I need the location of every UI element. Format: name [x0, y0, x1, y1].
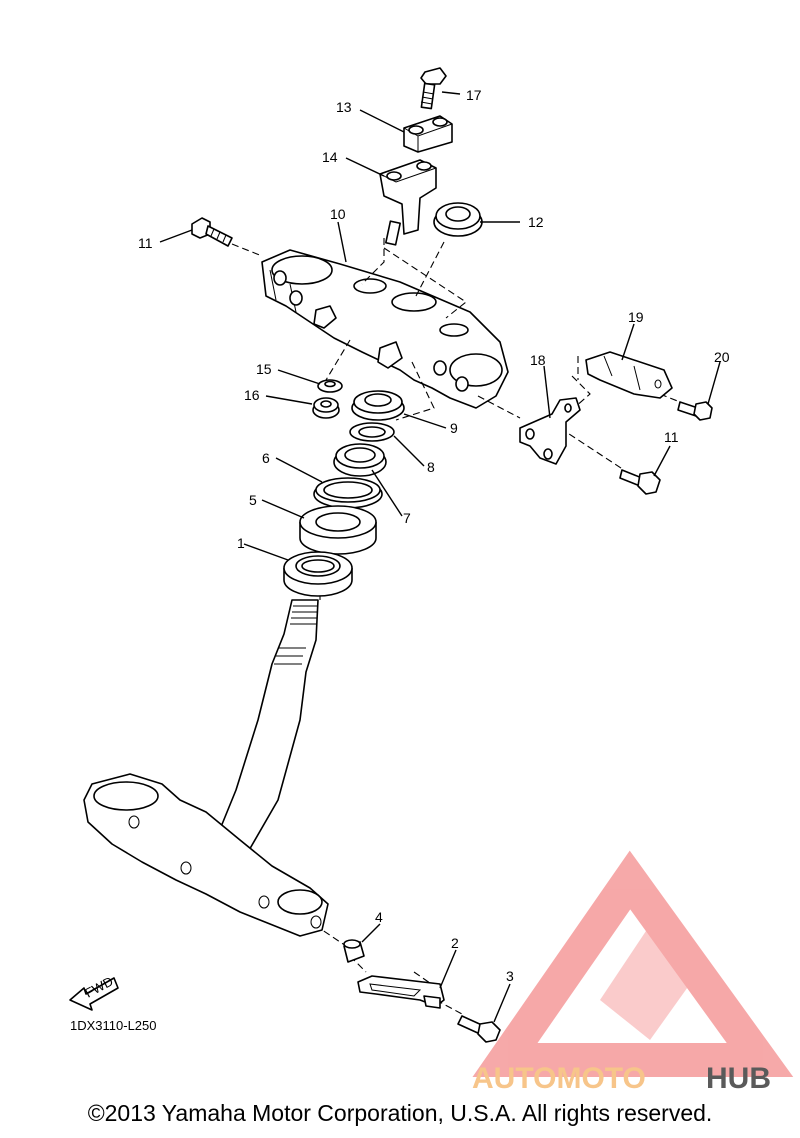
- watermark-brand-part2: HUB: [706, 1062, 771, 1095]
- part-10-upper-bracket: [261, 249, 509, 409]
- label-14: 14: [322, 149, 338, 165]
- label-15: 15: [256, 361, 272, 377]
- watermark-text: AUTOMOTO HUB: [472, 1062, 771, 1095]
- part-11-bolt-left: [191, 217, 233, 247]
- fwd-arrow-icon: FWD: [69, 974, 119, 1011]
- label-19: 19: [628, 309, 644, 325]
- label-10: 10: [330, 206, 346, 222]
- part-20-bolt: [677, 401, 713, 421]
- part-2-cable-guide: [357, 975, 445, 1009]
- part-6-seal: [313, 477, 383, 509]
- part-8-washer: [349, 422, 395, 442]
- part-5-bearing: [299, 505, 377, 555]
- part-13-handlebar-clamp: [403, 115, 453, 153]
- part-7-ring-nut: [333, 443, 387, 477]
- label-6: 6: [262, 450, 270, 466]
- part-12-steering-nut: [433, 202, 483, 237]
- label-1: 1: [237, 535, 245, 551]
- label-12: 12: [528, 214, 544, 230]
- part-17-bolt: [420, 67, 447, 110]
- part-18-bracket: [519, 397, 581, 465]
- label-8: 8: [427, 459, 435, 475]
- part-4-collar: [343, 939, 365, 963]
- label-16: 16: [244, 387, 260, 403]
- lower-bracket: [83, 773, 329, 937]
- label-4: 4: [375, 909, 383, 925]
- watermark-brand-part1: AUTOMOTO: [472, 1062, 646, 1095]
- copyright-notice: ©2013 Yamaha Motor Corporation, U.S.A. A…: [87, 1100, 713, 1126]
- watermark-logo: [472, 850, 794, 1077]
- part-11-bolt-right: [619, 469, 661, 495]
- label-11-left: 11: [138, 235, 153, 251]
- label-11-right: 11: [664, 429, 679, 445]
- label-17: 17: [466, 87, 482, 103]
- part-14-handlebar-holder: [379, 159, 437, 246]
- diagram-code: 1DX3110-L250: [70, 1018, 157, 1033]
- label-18: 18: [530, 352, 546, 368]
- label-3: 3: [506, 968, 514, 984]
- part-3-bolt: [457, 1015, 501, 1043]
- leader-lines: [159, 91, 721, 1023]
- part-16-nut: [312, 397, 340, 419]
- part-15-washer: [317, 379, 343, 393]
- callout-labels: 1 2 3 4 5 6 7 8 9 10 11 11 12 13 14 15 1…: [138, 87, 730, 984]
- label-5: 5: [249, 492, 257, 508]
- part-1-bearing: [283, 551, 353, 597]
- label-9: 9: [450, 420, 458, 436]
- label-20: 20: [714, 349, 730, 365]
- label-2: 2: [451, 935, 459, 951]
- part-19-holder: [585, 351, 673, 399]
- label-7: 7: [403, 510, 411, 526]
- label-13: 13: [336, 99, 352, 115]
- steering-stem: [213, 599, 319, 853]
- part-9-washer: [351, 390, 405, 421]
